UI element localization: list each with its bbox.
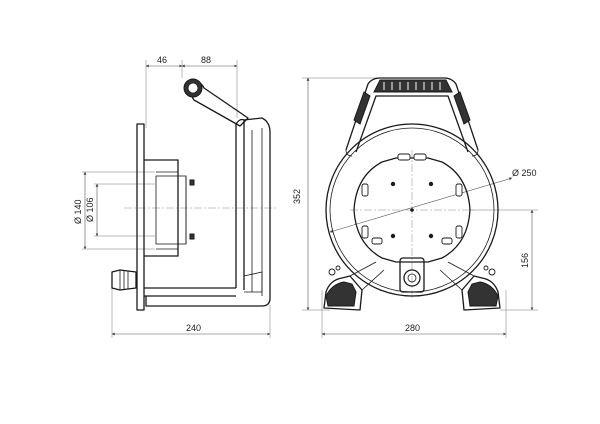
dim-side-handle-width: 88 bbox=[201, 55, 211, 65]
dim-front-diameter: Ø 250 bbox=[512, 168, 537, 178]
dim-front-width: 280 bbox=[405, 323, 420, 333]
handle-grip bbox=[383, 82, 441, 90]
dim-front-height: 352 bbox=[292, 189, 302, 204]
dim-diameter-140: Ø 140 bbox=[73, 199, 83, 224]
side-view: 46 88 Ø 140 Ø 106 240 bbox=[73, 55, 278, 338]
dim-front-center-height: 156 bbox=[520, 253, 530, 268]
front-view: 352 156 280 Ø 250 bbox=[292, 77, 538, 338]
dim-side-width: 240 bbox=[186, 323, 201, 333]
dim-diameter-106: Ø 106 bbox=[85, 197, 95, 222]
dim-side-handle-offset: 46 bbox=[157, 55, 167, 65]
